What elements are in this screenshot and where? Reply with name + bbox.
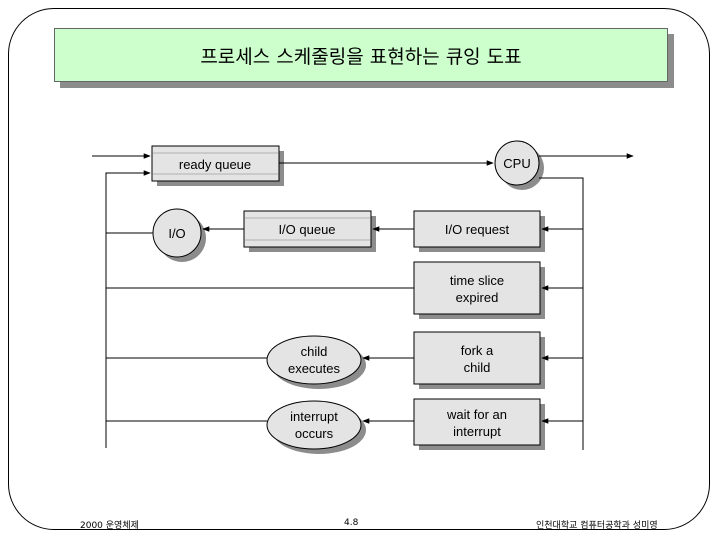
fork-child-label-1: fork a — [461, 343, 494, 358]
cpu-circle — [494, 140, 540, 186]
wait-interrupt-label-1: wait for an — [446, 407, 507, 422]
io-queue-label: I/O queue — [278, 222, 335, 237]
connectors — [92, 153, 634, 450]
interrupt-occurs-ellipse — [266, 400, 362, 450]
fork-child-label-2: child — [464, 360, 491, 375]
fork-child-box — [413, 331, 541, 385]
ready-queue-label: ready queue — [179, 157, 251, 172]
interrupt-occurs-label-1: interrupt — [290, 409, 338, 424]
child-executes-ellipse — [266, 335, 362, 385]
cpu-label: CPU — [503, 156, 530, 171]
time-slice-label-1: time slice — [450, 273, 504, 288]
wait-interrupt-label-2: interrupt — [453, 424, 501, 439]
time-slice-box — [413, 261, 541, 315]
io-queue-box — [243, 210, 372, 248]
slide-title: 프로세스 스케줄링을 표현하는 큐잉 도표 — [200, 45, 522, 68]
io-request-label: I/O request — [445, 222, 510, 237]
title-box: 프로세스 스케줄링을 표현하는 큐잉 도표 — [54, 28, 668, 82]
slide-frame — [8, 8, 710, 530]
child-executes-label-2: executes — [288, 361, 341, 376]
footer-page-number: 4.8 — [344, 518, 359, 528]
footer-author: 인천대학교 컴퓨터공학과 성미영 — [536, 521, 658, 531]
io-request-box — [413, 210, 541, 248]
interrupt-occurs-label-2: occurs — [295, 426, 334, 441]
ready-queue-box — [151, 145, 280, 182]
wait-interrupt-box — [413, 398, 541, 446]
time-slice-label-2: expired — [456, 290, 499, 305]
footer-course: 2000 운영체제 — [80, 521, 139, 531]
io-device-label: I/O — [168, 226, 185, 241]
queue-stripes — [153, 152, 370, 241]
child-executes-label-1: child — [301, 344, 328, 359]
